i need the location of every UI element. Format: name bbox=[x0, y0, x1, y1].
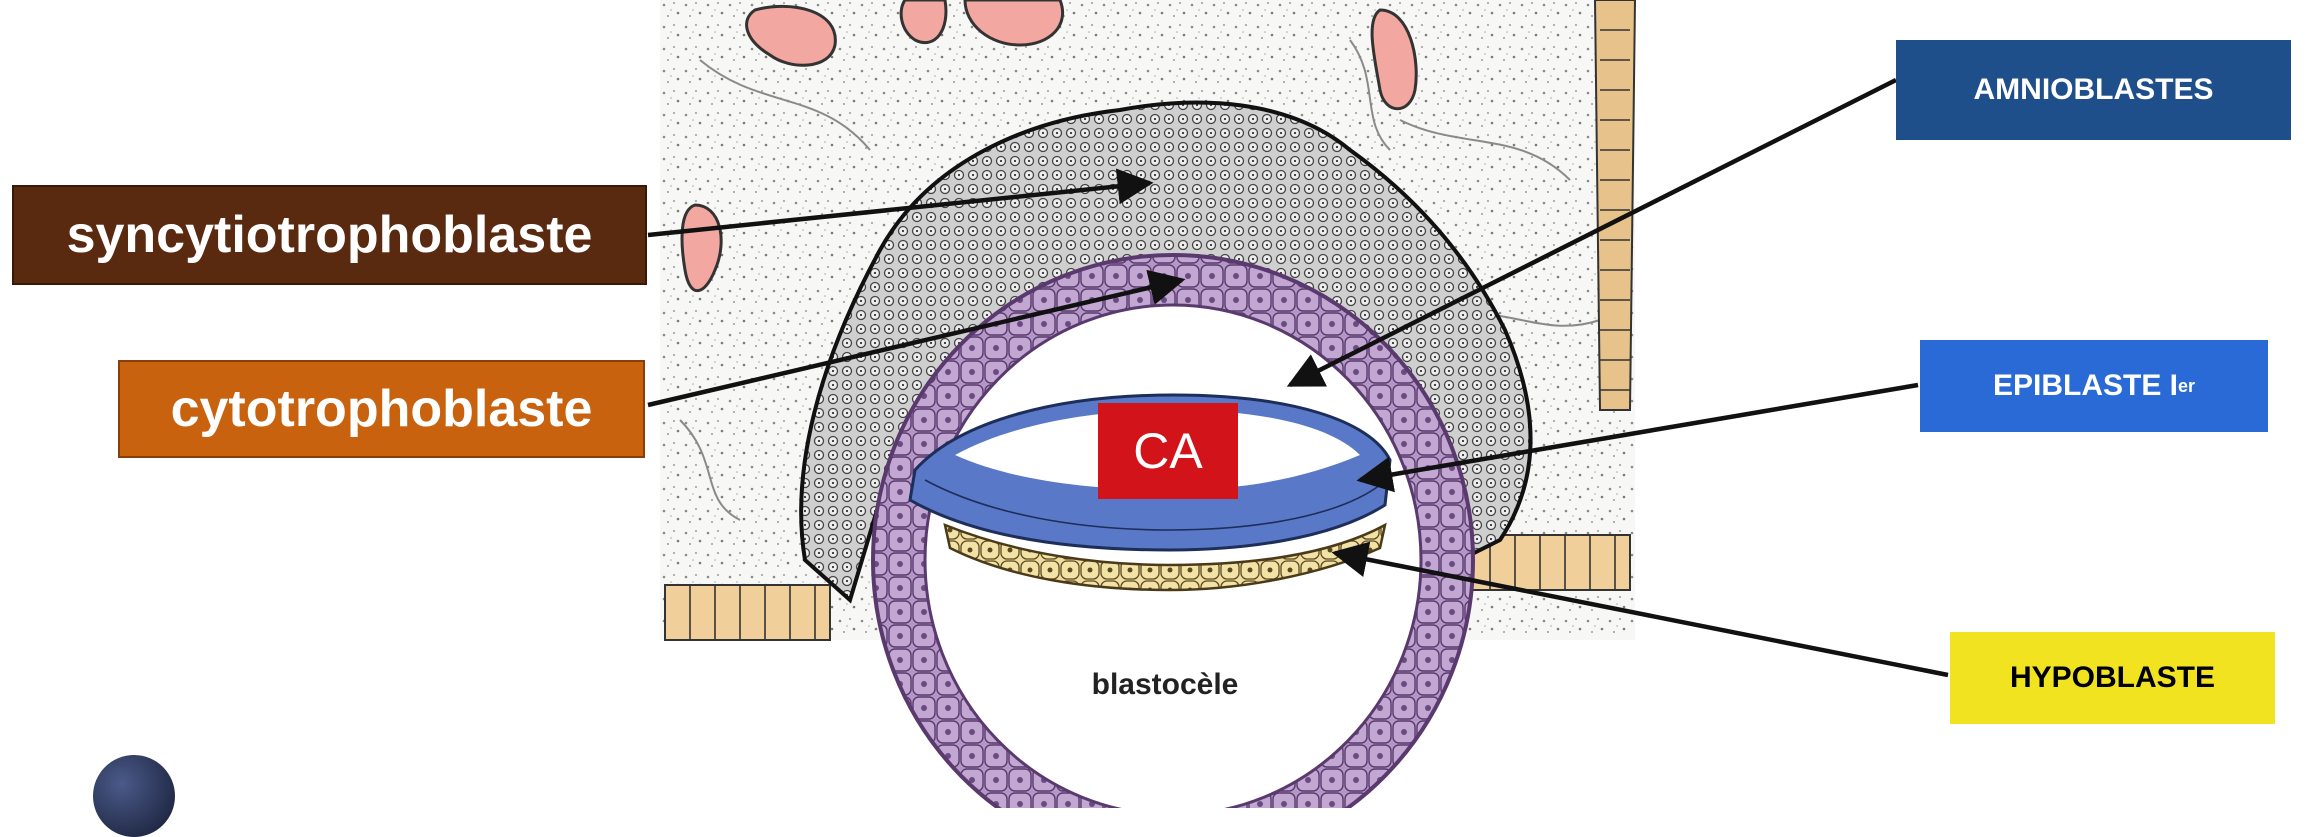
blastocele-label: blastocèle bbox=[1015, 655, 1315, 715]
amnioblastes-label: AMNIOBLASTES bbox=[1896, 40, 2291, 140]
epiblaste-label-superscript: er bbox=[2178, 376, 2195, 397]
epiblaste-label-text: EPIBLASTE I bbox=[1993, 369, 2178, 403]
avatar bbox=[93, 755, 175, 837]
syncytiotrophoblaste-label: syncytiotrophoblaste bbox=[12, 185, 647, 285]
cytotrophoblaste-label: cytotrophoblaste bbox=[118, 360, 645, 458]
hypoblaste-label: HYPOBLASTE bbox=[1950, 632, 2275, 724]
uterine-gland bbox=[1595, 0, 1635, 410]
amniotic-cavity-label: CA bbox=[1098, 403, 1238, 499]
